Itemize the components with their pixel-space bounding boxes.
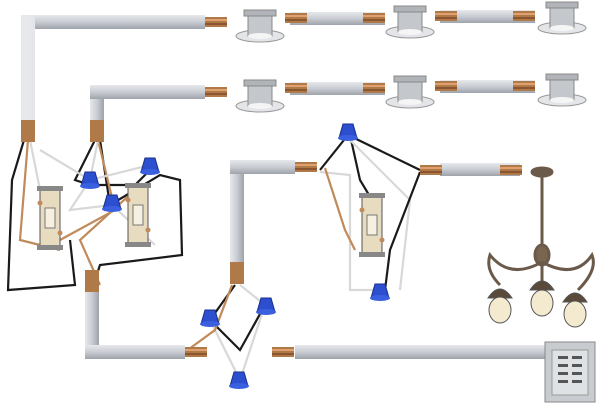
recessed-light-icon: [385, 75, 435, 109]
toggle-switch-icon: [36, 185, 64, 251]
cables: [21, 10, 545, 359]
recessed-light-icon: [537, 73, 587, 107]
wire-nut-icon: [139, 157, 161, 176]
wire-nut-icon: [369, 283, 391, 302]
recessed-light-icon: [385, 5, 435, 39]
wire-nut-icon: [101, 194, 123, 213]
wire-nut-icon: [199, 309, 221, 328]
recessed-light-icon: [235, 9, 285, 43]
wires: [6, 133, 422, 383]
wire-nut-icon: [337, 123, 359, 142]
wire-nut-icon: [228, 371, 250, 390]
cable-top: [21, 15, 205, 130]
toggle-switch-icon: [358, 192, 386, 258]
toggle-switch-icon: [124, 182, 152, 248]
chandelier-icon: [487, 166, 595, 328]
recessed-light-icon: [235, 79, 285, 113]
recessed-light-icon: [537, 1, 587, 35]
breaker-panel-icon: [544, 341, 596, 403]
